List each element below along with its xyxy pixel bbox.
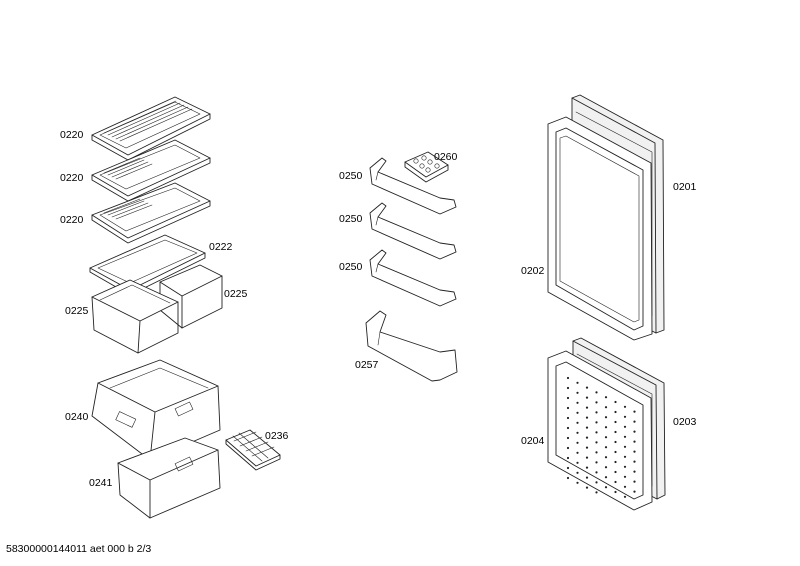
crisper-right bbox=[159, 264, 223, 329]
label-lower-door-seal: 0204 bbox=[521, 435, 545, 447]
label-shelf-1: 0220 bbox=[60, 129, 84, 141]
door-shelf-2 bbox=[369, 202, 457, 260]
label-crisper-right: 0225 bbox=[224, 288, 248, 300]
label-door-shelf-2: 0250 bbox=[339, 213, 363, 225]
label-ice-tray: 0236 bbox=[265, 430, 289, 442]
label-door-shelf-3: 0250 bbox=[339, 261, 363, 273]
door-shelf-bottle bbox=[365, 310, 458, 382]
label-crisper-left: 0225 bbox=[65, 305, 89, 317]
label-upper-door: 0201 bbox=[673, 181, 697, 193]
ice-tray bbox=[225, 429, 281, 471]
seal-dot-pattern bbox=[566, 376, 636, 498]
label-freezer-drawer-upper: 0240 bbox=[65, 411, 89, 423]
label-door-shelf-bottle: 0257 bbox=[355, 359, 379, 371]
freezer-drawer-lower bbox=[117, 437, 221, 519]
label-glass-shelf: 0222 bbox=[209, 241, 233, 253]
upper-door-seal bbox=[547, 116, 653, 341]
label-freezer-drawer-lower: 0241 bbox=[89, 477, 113, 489]
label-lower-door: 0203 bbox=[673, 416, 697, 428]
egg-tray bbox=[404, 151, 449, 183]
door-shelf-1 bbox=[369, 157, 457, 215]
label-shelf-2: 0220 bbox=[60, 172, 84, 184]
document-reference: 58300000144011 aet 000 b 2/3 bbox=[6, 543, 151, 555]
label-egg-tray: 0260 bbox=[434, 151, 458, 163]
door-shelf-3 bbox=[369, 249, 457, 307]
shelf-3 bbox=[91, 182, 211, 244]
label-upper-door-seal: 0202 bbox=[521, 265, 545, 277]
label-door-shelf-1: 0250 bbox=[339, 170, 363, 182]
label-shelf-3: 0220 bbox=[60, 214, 84, 226]
shelf-1 bbox=[91, 96, 211, 161]
lower-door-seal bbox=[547, 350, 653, 511]
crisper-left bbox=[91, 279, 179, 354]
freezer-drawer-upper bbox=[91, 359, 221, 461]
